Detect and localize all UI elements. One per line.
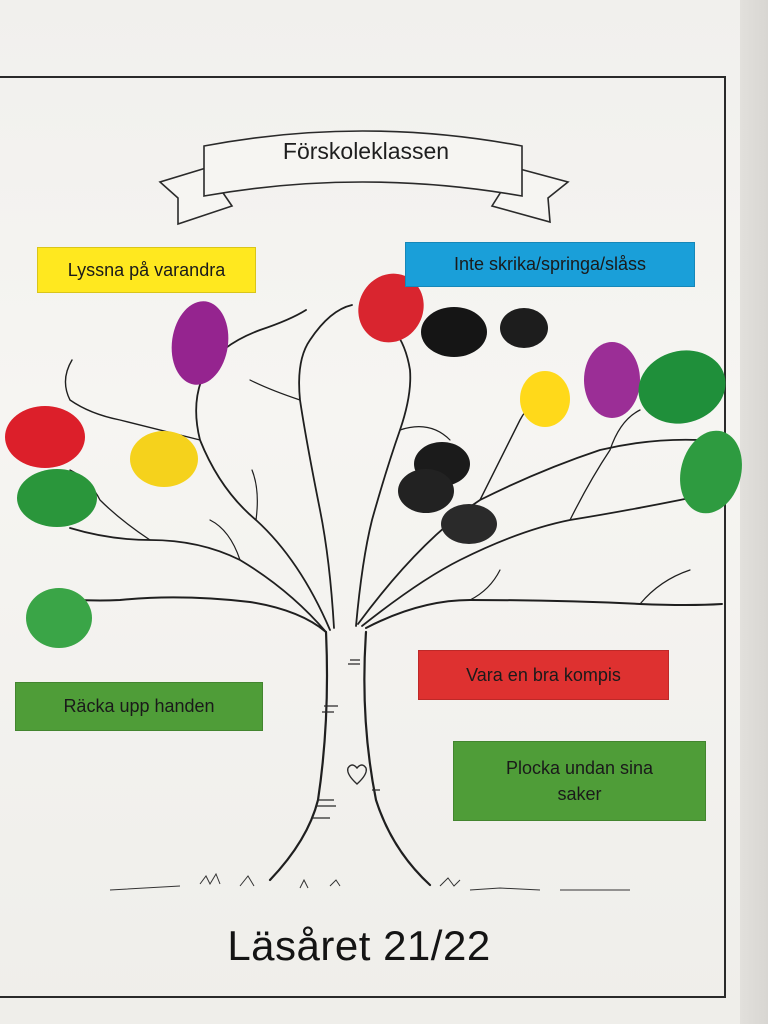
rule-card-good-friend: Vara en bra kompis xyxy=(418,650,669,700)
rule-card-tidy-up: Plocka undan sina saker xyxy=(453,741,706,821)
fingerprint-green xyxy=(17,469,97,527)
page-title: Förskoleklassen xyxy=(282,138,450,164)
trunk-details xyxy=(312,659,380,819)
fingerprint-green xyxy=(680,430,742,514)
paper-edge xyxy=(740,0,768,1024)
heart-icon xyxy=(347,764,367,785)
grass-line xyxy=(109,872,630,891)
rule-card-raise-hand: Räcka upp handen xyxy=(15,682,263,731)
fingerprint-yellow xyxy=(130,431,198,487)
school-year-label: Läsåret 21/22 xyxy=(227,922,491,969)
fingerprint-yellow xyxy=(520,371,570,427)
fingerprint-green xyxy=(26,588,92,648)
rule-card-listen: Lyssna på varandra xyxy=(37,247,256,293)
fingerprint-red xyxy=(5,406,85,468)
fingerprints xyxy=(5,273,742,648)
tree-branches xyxy=(39,304,725,887)
fingerprint-black xyxy=(500,308,548,348)
fingerprint-black xyxy=(421,307,487,357)
fingerprint-black xyxy=(441,504,497,544)
fingerprint-black xyxy=(398,469,454,513)
fingerprint-purple xyxy=(171,301,229,385)
rule-card-no-shouting: Inte skrika/springa/slåss xyxy=(405,242,695,287)
banner-ribbon xyxy=(158,130,570,226)
fingerprint-red xyxy=(358,273,424,343)
page-frame xyxy=(0,76,726,998)
fingerprint-purple xyxy=(584,342,640,418)
fingerprint-green xyxy=(638,350,726,424)
